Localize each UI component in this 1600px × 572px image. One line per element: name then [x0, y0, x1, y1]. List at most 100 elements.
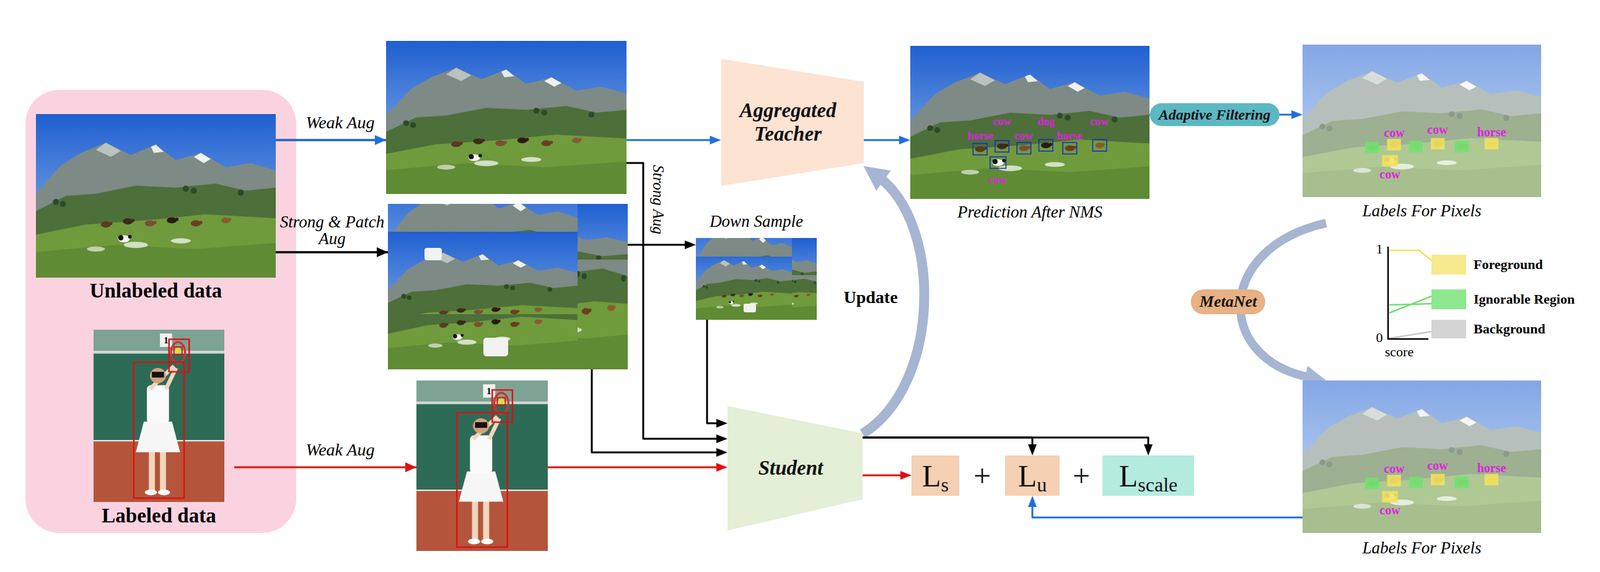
connector-line: [1032, 504, 1303, 519]
arrowhead: [716, 434, 728, 444]
caption-area: Labels For Pixels: [1302, 534, 1542, 562]
trapezoid-fill: [721, 58, 864, 186]
edge-label: Strong & Patch Aug: [276, 213, 388, 248]
court-sign: 1: [163, 335, 169, 346]
axis-title: score: [1384, 343, 1414, 361]
weak-aug-photo: [386, 40, 627, 194]
loss-box: Lscale: [1102, 455, 1195, 496]
class-label: horse: [967, 129, 994, 143]
class-label: horse: [1477, 461, 1507, 476]
labeled-weak-photo: [416, 380, 548, 551]
class-label: cow: [1383, 461, 1405, 476]
connector: [863, 135, 911, 145]
arrowhead: [710, 135, 722, 145]
connector-line: [863, 139, 903, 142]
connector-line: [707, 319, 720, 424]
label-area: Student: [727, 405, 863, 531]
axis-tick: 1: [1376, 241, 1384, 258]
edge-label: Weak Aug: [305, 439, 375, 460]
down-sample-image: Down Sample: [695, 207, 817, 320]
connector: [862, 437, 1037, 456]
legend-text: Background: [1473, 320, 1546, 338]
loss-box: Lu: [1005, 455, 1060, 496]
caption-area: Unlabeled data: [35, 277, 276, 304]
connector: [707, 319, 728, 428]
legend-swatch: [1431, 289, 1467, 310]
loss-symbol: L: [1018, 460, 1038, 492]
caption-area: Labeled data: [83, 503, 235, 528]
loss-box: Ls: [911, 455, 960, 496]
arrowhead: [716, 418, 728, 428]
class-label: cow: [992, 115, 1012, 129]
pixel-label-photo: [1302, 44, 1542, 198]
teacher-model: Aggregated Teacher: [721, 58, 864, 186]
caption-area: Labels For Pixels: [1302, 198, 1542, 224]
class-label: horse: [1477, 125, 1507, 140]
class-label: cow: [988, 173, 1007, 187]
caption: Down Sample: [709, 211, 804, 232]
legend-text: Ignorable Region: [1473, 291, 1575, 308]
connector-line: [862, 437, 1033, 448]
loss-symbol: L: [1119, 460, 1139, 492]
arrowhead: [900, 470, 912, 480]
caption: Labels For Pixels: [1362, 538, 1482, 558]
arrowhead: [899, 135, 911, 145]
score-axis: [1387, 246, 1432, 340]
edge-label: Weak Aug: [305, 112, 375, 133]
legend-swatch: [1431, 319, 1467, 339]
connector: [1028, 495, 1303, 518]
class-label: cow: [1427, 458, 1448, 473]
connector-line: [862, 474, 904, 477]
caption-area: Down Sample: [695, 207, 817, 235]
class-label: cow: [1427, 122, 1448, 137]
arrowhead: [716, 462, 728, 472]
connector: [862, 437, 1153, 456]
edge-label: MetaNet: [1191, 289, 1266, 315]
class-label: cow: [1383, 125, 1405, 141]
arrowhead: [1028, 495, 1037, 507]
prediction-photo: [910, 45, 1150, 199]
connector: [862, 470, 912, 480]
legend-swatch: [1431, 254, 1467, 275]
class-label: horse: [1056, 129, 1083, 143]
labeled-photo: [93, 329, 225, 502]
class-label: cow: [1090, 115, 1109, 129]
arrowhead: [684, 240, 696, 250]
arrowhead: [863, 166, 892, 191]
edge-label: Adaptive Filtering: [1150, 103, 1280, 127]
arrowhead: [716, 448, 728, 457]
class-label: cow: [1379, 167, 1400, 182]
operator: +: [1072, 460, 1091, 492]
model-name: Aggregated Teacher: [729, 99, 848, 147]
operator: +: [973, 460, 991, 492]
model-name: Student: [758, 456, 824, 481]
edge-label: Strong Aug: [649, 164, 667, 235]
class-label: dog: [1037, 115, 1055, 129]
data-image: Labeled data: [83, 329, 235, 528]
entry-arrowheads: [374, 135, 417, 473]
legend-text: Foreground: [1473, 256, 1543, 273]
loss-subscript: scale: [1137, 474, 1178, 495]
loss-subscript: u: [1036, 474, 1047, 495]
pixel-label-photo: [1302, 380, 1542, 533]
connector-line: [862, 437, 1149, 448]
caption: Labeled data: [101, 504, 216, 528]
trapezoid-fill: [727, 405, 863, 531]
data-image: Unlabeled data: [35, 114, 276, 304]
loss-symbol: L: [922, 460, 942, 492]
class-label: cow: [1014, 129, 1033, 143]
caption-area: Prediction After NMS: [910, 199, 1150, 225]
edge-label: Update: [843, 287, 898, 308]
unlabeled-photo: [35, 114, 276, 278]
axis-tick: 0: [1376, 329, 1384, 346]
court-sign: 1: [486, 386, 492, 396]
caption: Labels For Pixels: [1362, 201, 1482, 221]
student-model: Student: [727, 405, 863, 531]
caption: Unlabeled data: [89, 279, 223, 303]
caption: Prediction After NMS: [957, 202, 1103, 222]
class-label: cow: [1379, 503, 1400, 518]
strong-aug-mosaic: [387, 166, 654, 370]
arrowhead: [1028, 444, 1037, 456]
loss-subscript: s: [941, 474, 949, 495]
